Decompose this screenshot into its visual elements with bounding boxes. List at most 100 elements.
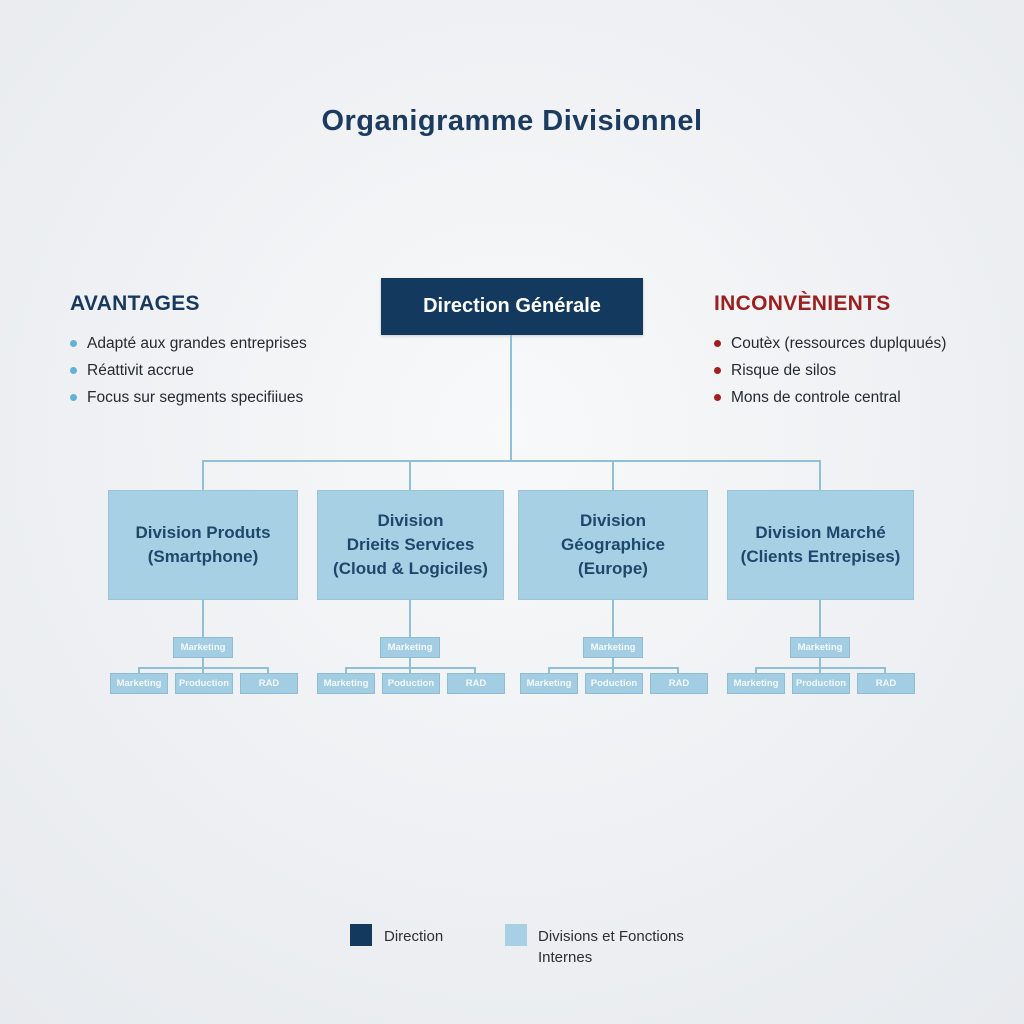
division-title-line: (Europe) [578,559,648,578]
function-node-leaf: Production [175,673,233,694]
list-item: Risque de silos [714,361,946,380]
connector-line [819,658,821,667]
legend-swatch-direction [350,924,372,946]
connector-line [755,667,757,673]
function-node-leaf: RAD [240,673,298,694]
advantage-text: Focus sur segments specifiiues [87,389,304,406]
division-title-line: (Clients Entrepises) [740,547,901,566]
connector-line [202,667,204,673]
function-node-label: Marketing [180,642,226,653]
legend-label-direction: Direction [384,928,444,945]
connector-line [819,667,821,673]
list-item: Adapté aux grandes entreprises [70,334,307,353]
disadvantage-text: Risque de silos [731,362,837,379]
division-title-line: (Smartphone) [147,547,259,566]
bullet-icon [70,367,77,374]
function-node-mid: Marketing [380,637,440,658]
list-item: Réattivit accrue [70,361,307,380]
connector-line [409,658,411,667]
connector-line [409,667,411,673]
division-node-geographique: Division Géographice (Europe) [518,490,708,600]
connector-line [677,667,679,673]
function-node-leaf: RAD [857,673,915,694]
function-node-label: Marketing [590,642,636,653]
disadvantages-list: Coutèx (ressources duplquués) Risque de … [714,334,946,407]
function-node-leaf: Poduction [585,673,643,694]
advantage-text: Réattivit accrue [87,362,194,379]
page-title: Organigramme Divisionnel [321,105,703,137]
connector-line [548,667,550,673]
list-item: Focus sur segments specifiiues [70,388,307,407]
function-node-leaf: Production [792,673,850,694]
root-node-direction-generale: Direction Générale [381,278,643,335]
connector-line [612,667,614,673]
function-node-label: Marketing [387,642,433,653]
division-title-line: Géographice [561,535,665,554]
connector-line [819,460,821,490]
function-node-mid: Marketing [583,637,643,658]
division-node-produits: Division Produts (Smartphone) [108,490,298,600]
function-node-label: Production [178,678,230,689]
legend: Direction Divisions et Fonctions Interne… [0,920,1024,990]
division-title-line: Division Produts [135,523,271,542]
function-node-leaf: Marketing [317,673,375,694]
function-node-leaf: RAD [650,673,708,694]
function-node-mid: Marketing [173,637,233,658]
function-node-label: Marketing [733,678,779,689]
function-node-label: Production [795,678,847,689]
advantages-list: Adapté aux grandes entreprises Réattivit… [70,334,307,407]
legend-label-divisions: Divisions et Fonctions Internes [538,928,684,966]
connector-line [202,460,204,490]
division-title-line: Division [579,511,647,530]
connector-line [884,667,886,673]
connector-line [612,460,614,490]
function-node-leaf: Marketing [727,673,785,694]
connector-line [202,600,204,637]
connector-line [612,600,614,637]
disadvantage-text: Coutèx (ressources duplquués) [731,335,947,352]
function-node-label: Marketing [323,678,369,689]
advantages-heading: AVANTAGES [70,292,200,315]
function-node-label: Poduction [387,678,435,689]
connector-line [819,600,821,637]
connector-line [202,658,204,667]
function-node-mid: Marketing [790,637,850,658]
function-node-label: Marketing [116,678,162,689]
division-node-marche: Division Marché (Clients Entrepises) [727,490,914,600]
function-node-leaf: Marketing [110,673,168,694]
connector-line [409,460,411,490]
root-node-label: Direction Générale [423,295,601,317]
list-item: Mons de controle central [714,388,946,407]
function-node-leaf: RAD [447,673,505,694]
advantage-text: Adapté aux grandes entreprises [87,335,307,352]
function-node-label: Poduction [590,678,638,689]
list-item: Coutèx (ressources duplquués) [714,334,946,353]
division-title-line: Division Marché [755,523,886,542]
bullet-icon [70,394,77,401]
connector-line [345,667,347,673]
connector-line [510,335,512,460]
function-node-label: RAD [258,678,280,689]
function-node-label: RAD [465,678,487,689]
bullet-icon [714,394,721,401]
division-node-services: Division Drieits Services (Cloud & Logic… [317,490,504,600]
division-title-line: Division [377,511,444,530]
function-node-label: RAD [875,678,897,689]
disadvantage-text: Mons de controle central [731,389,901,406]
bullet-icon [714,340,721,347]
function-node-leaf: Poduction [382,673,440,694]
function-node-label: RAD [668,678,690,689]
function-node-leaf: Marketing [520,673,578,694]
bullet-icon [70,340,77,347]
connector-line [138,667,140,673]
division-title-line: Drieits Services [346,535,475,554]
legend-swatch-divisions [505,924,527,946]
function-node-label: Marketing [797,642,843,653]
division-title-line: (Cloud & Logiciles) [333,559,488,578]
disadvantages-heading: INCONVÈNIENTS [714,292,891,315]
connector-line [474,667,476,673]
connector-line [203,460,821,462]
connector-line [267,667,269,673]
connector-line [612,658,614,667]
